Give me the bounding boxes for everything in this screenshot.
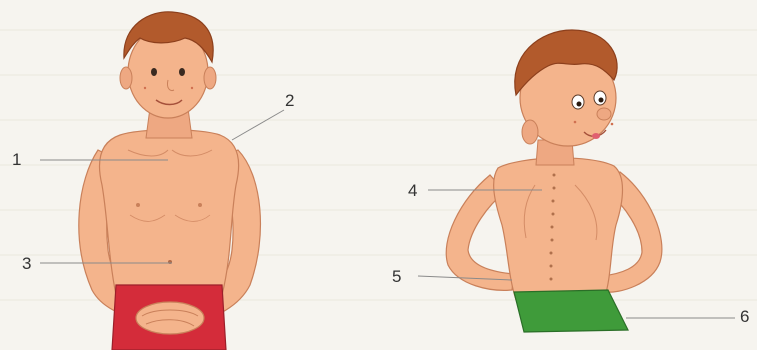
torso-back [494, 158, 623, 300]
callout-6: 6 [740, 308, 749, 325]
boy-front-figure [79, 12, 261, 350]
callout-2: 2 [285, 92, 294, 109]
leader-line-2 [232, 110, 284, 140]
green-shorts [514, 290, 628, 332]
clasped-hands [136, 302, 204, 334]
callout-5: 5 [392, 268, 401, 285]
torso-front [99, 130, 238, 295]
callout-1: 1 [12, 151, 21, 168]
callout-4: 4 [408, 182, 417, 199]
callout-3: 3 [22, 255, 31, 272]
